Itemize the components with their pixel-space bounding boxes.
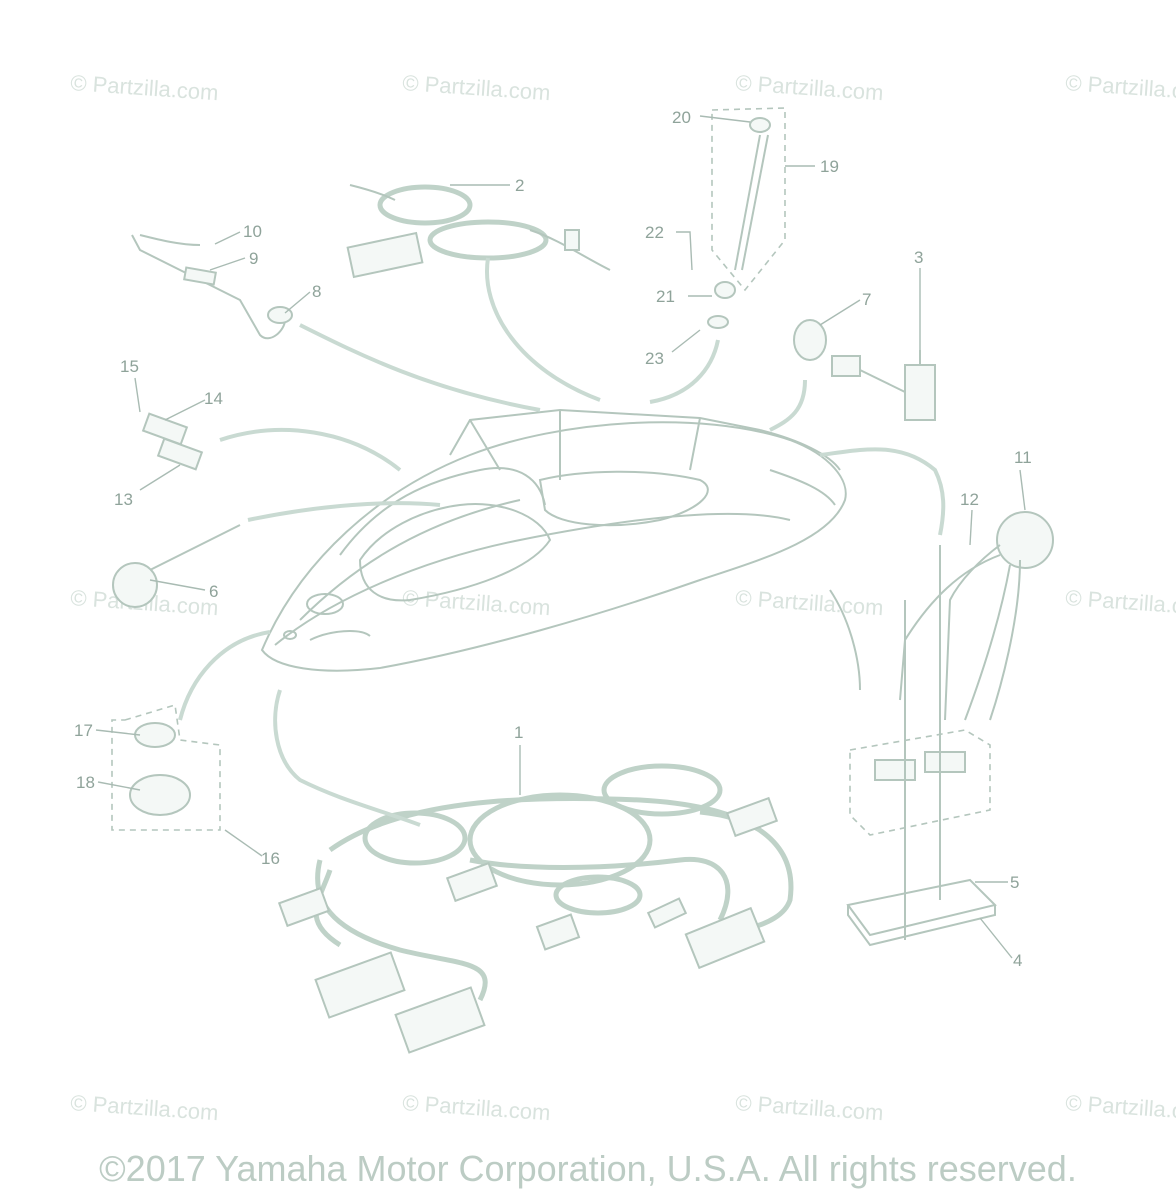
callout-23: 23 [645, 349, 664, 368]
watermark: © Partzilla.com [70, 70, 220, 105]
watermark: © Partzilla.com [402, 70, 552, 105]
watermark: © Partzilla.com [1065, 70, 1176, 105]
callout-20: 20 [672, 108, 691, 127]
main-wire-harness [273, 689, 794, 1054]
callout-2: 2 [515, 176, 524, 195]
copyright-notice: ©2017 Yamaha Motor Corporation, U.S.A. A… [99, 1148, 1077, 1189]
watermark: © Partzilla.com [402, 1090, 552, 1125]
callout-12: 12 [960, 490, 979, 509]
sub-harness-2 [346, 184, 611, 402]
callout-16: 16 [261, 849, 280, 868]
callout-9: 9 [249, 249, 258, 268]
callout-18: 18 [76, 773, 95, 792]
callout-15: 15 [120, 357, 139, 376]
callout-17: 17 [74, 721, 93, 740]
callout-22: 22 [645, 223, 664, 242]
callout-14: 14 [204, 389, 223, 408]
item-19-group [649, 107, 786, 404]
callout-10: 10 [243, 222, 262, 241]
watermark: © Partzilla.com [735, 1090, 885, 1125]
boat-illustration [260, 408, 847, 672]
callout-4: 4 [1013, 951, 1022, 970]
callout-1: 1 [514, 723, 523, 742]
switch-assembly [141, 412, 402, 472]
watermark: © Partzilla.com [402, 585, 552, 620]
battery-group [819, 447, 1054, 947]
callout-3: 3 [914, 248, 923, 267]
watermark-layer: © Partzilla.com © Partzilla.com © Partzi… [70, 70, 1176, 1125]
callout-numbers: 1 2 3 4 5 6 7 8 9 10 11 12 13 14 15 16 1… [74, 108, 1032, 970]
cable-assembly [131, 234, 541, 412]
callout-21: 21 [656, 287, 675, 306]
callout-13: 13 [114, 490, 133, 509]
callout-11: 11 [1014, 448, 1032, 467]
callout-19: 19 [820, 157, 839, 176]
leader-lines [95, 115, 1026, 959]
watermark: © Partzilla.com [735, 585, 885, 620]
watermark: © Partzilla.com [1065, 1090, 1176, 1125]
callout-7: 7 [862, 290, 871, 309]
sensor-group [769, 319, 936, 432]
watermark: © Partzilla.com [735, 70, 885, 105]
watermark: © Partzilla.com [70, 1090, 220, 1125]
callout-6: 6 [209, 582, 218, 601]
callout-5: 5 [1010, 873, 1019, 892]
item-6-plate [112, 501, 441, 608]
watermark: © Partzilla.com [1065, 585, 1176, 620]
callout-8: 8 [312, 282, 321, 301]
item-16-group [111, 630, 271, 831]
